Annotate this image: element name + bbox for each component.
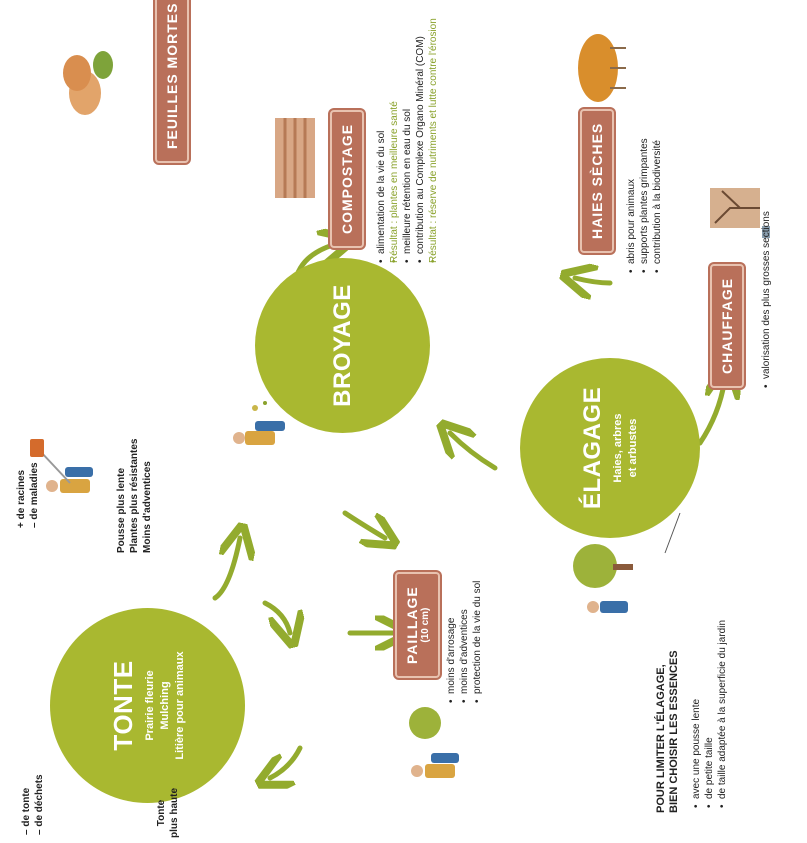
arrow-tonte-bottom-left	[270, 745, 303, 778]
tonte-bottom-note-line: Moins d'adventices	[142, 461, 153, 553]
pruning-person-icon	[573, 544, 633, 613]
paillage-item: protection de la vie du sol	[471, 493, 484, 703]
elagage-circle: ÉLAGAGE Haies, arbres et arbustes	[520, 358, 700, 538]
chauffage-item: valorisation des plus grosses sections	[760, 128, 773, 388]
elagage-line: et arbustes	[627, 418, 639, 478]
elagage-line: Haies, arbres	[612, 413, 624, 483]
compostage-item: meilleure rétention en eau du sol	[401, 0, 414, 263]
mower-person-icon	[30, 439, 93, 493]
feuilles-mortes-tag: FEUILLES MORTES	[155, 0, 189, 163]
chauffage-list: valorisation des plus grosses sections	[760, 128, 773, 388]
tonte-minus-dechets: – de déchets	[34, 774, 45, 835]
tonte-line: Litière pour animaux	[173, 651, 186, 760]
limiter-item: de taille adaptée à la superficie du jar…	[716, 543, 729, 808]
paillage-list: moins d'arrosage moins d'adventices prot…	[445, 493, 484, 703]
compostage-item: Résultat : réserve de nutriments et lutt…	[427, 0, 440, 263]
tonte-top-note-line: Tonte	[156, 799, 167, 827]
leaves-icon	[63, 51, 113, 115]
limiter-list: avec une pousse lente de petite taille d…	[690, 543, 729, 808]
tonte-bottom-note-line: Pousse plus lente	[116, 467, 127, 553]
mulch-person-icon	[409, 707, 459, 778]
haies-list: abris pour animaux supports plantes grim…	[625, 43, 664, 273]
chauffage-tag: CHAUFFAGE	[710, 263, 744, 388]
hedge-icon	[578, 34, 626, 102]
firewood-icon	[710, 188, 770, 238]
arrow-elagage-to-haies	[575, 278, 613, 283]
tonte-bottom-note-line: Plantes plus résistantes	[129, 438, 140, 554]
limiter-title: POUR LIMITER L'ÉLAGAGE,	[655, 664, 667, 813]
limiter-note: POUR LIMITER L'ÉLAGAGE, BIEN CHOISIR LES…	[655, 543, 681, 813]
haies-seches-tag: HAIES SÈCHES	[580, 108, 614, 253]
limiter-title: BIEN CHOISIR LES ESSENCES	[668, 650, 680, 813]
tonte-circle: TONTE Prairie fleurie Mulching Litière p…	[50, 608, 245, 803]
compostage-tag: COMPOSTAGE	[330, 109, 364, 248]
tonte-minus-notes: – de tonte – de déchets	[20, 774, 46, 835]
compostage-list: alimentation de la vie du sol Résultat :…	[375, 0, 440, 263]
arrow-elagage-to-broyage	[450, 433, 498, 471]
elagage-title: ÉLAGAGE	[579, 386, 606, 510]
elagage-note-line	[664, 512, 681, 554]
limiter-item: avec une pousse lente	[690, 543, 703, 808]
haies-item: supports plantes grimpantes	[638, 43, 651, 273]
arrow-tonte-bottom-right	[262, 600, 290, 633]
arrow-broyage-to-paillage	[342, 510, 385, 538]
shredder-person-icon	[233, 401, 285, 445]
tonte-top-note: Tonte plus haute	[155, 788, 181, 838]
compost-bin-icon	[275, 118, 315, 198]
tonte-minus-tonte: – de tonte	[21, 787, 32, 835]
compostage-item: alimentation de la vie du sol	[375, 0, 388, 263]
paillage-item: moins d'adventices	[458, 493, 471, 703]
tonte-title: TONTE	[107, 660, 138, 751]
paillage-tag: PAILLAGE (10 cm)	[395, 572, 440, 678]
paillage-sublabel: (10 cm)	[420, 607, 431, 643]
arrow-feuilles-to-broyage	[212, 538, 240, 601]
limiter-item: de petite taille	[703, 543, 716, 808]
paillage-item: moins d'arrosage	[445, 493, 458, 703]
tonte-bottom-note: Pousse plus lente Plantes plus résistant…	[115, 439, 154, 554]
haies-item: contribution à la biodiversité	[651, 43, 664, 273]
tonte-line: Prairie fleurie	[143, 670, 156, 741]
compostage-item: contribution au Complexe Organo Minéral …	[414, 0, 427, 263]
paillage-label: PAILLAGE	[404, 586, 420, 664]
tonte-line: Mulching	[158, 681, 171, 730]
compostage-item: Résultat : plantes en meilleure santé	[388, 0, 401, 263]
broyage-title: BROYAGE	[328, 284, 356, 407]
tonte-top-note-line: plus haute	[169, 787, 180, 838]
haies-item: abris pour animaux	[625, 43, 638, 273]
